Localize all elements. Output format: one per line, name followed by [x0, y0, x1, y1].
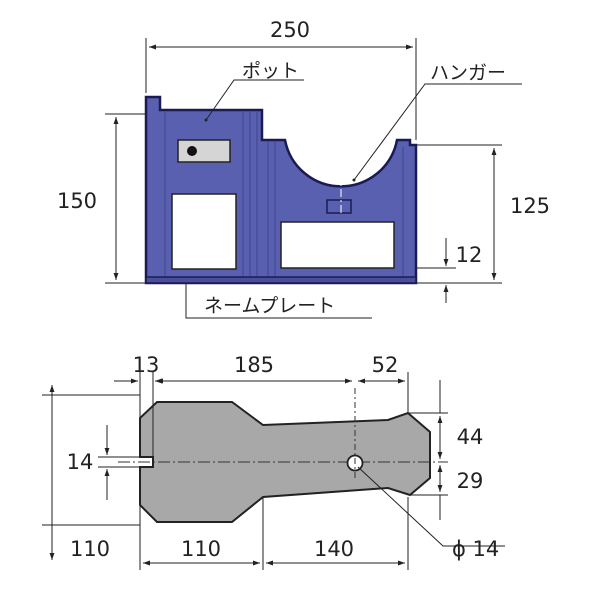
base-strip — [145, 276, 417, 284]
height-label: 150 — [57, 189, 97, 213]
hanger-leader — [353, 83, 522, 181]
hole-diameter-leader — [357, 466, 505, 547]
upper-half-label: 44 — [457, 425, 484, 449]
hanger-hook — [326, 199, 352, 214]
plan-view: 13 185 52 14 44 29 110 110 140 — [42, 353, 505, 570]
neck-to-right-label: 140 — [314, 537, 354, 561]
hanger-height-label: 125 — [510, 194, 550, 218]
pot-label: ポット — [242, 60, 299, 82]
width-label: 250 — [270, 18, 310, 42]
left-offset-label: 13 — [133, 353, 160, 377]
base-height-label: 12 — [456, 243, 483, 267]
pot-hole — [187, 146, 197, 156]
nameplate-label: ネームプレート — [204, 295, 335, 317]
left-window — [171, 193, 237, 270]
pot-slot — [177, 139, 231, 163]
rib-grooves — [164, 112, 404, 281]
right-offset-label: 52 — [372, 353, 399, 377]
nameplate-window — [280, 221, 395, 269]
slot-width-label: 14 — [67, 450, 94, 474]
hanger-label: ハンガー — [430, 62, 506, 84]
side-view: 250 150 125 12 ポット ハンガー ネームプレート — [57, 18, 550, 319]
nameplate-leader — [185, 283, 372, 319]
lower-half-label: 29 — [457, 469, 484, 493]
hole-diameter-label: ϕ 14 — [452, 537, 499, 561]
pot-leader — [205, 79, 304, 121]
neck-to-left-label: 110 — [181, 537, 221, 561]
overall-left-label: 110 — [70, 537, 110, 561]
middle-length-label: 185 — [234, 353, 274, 377]
